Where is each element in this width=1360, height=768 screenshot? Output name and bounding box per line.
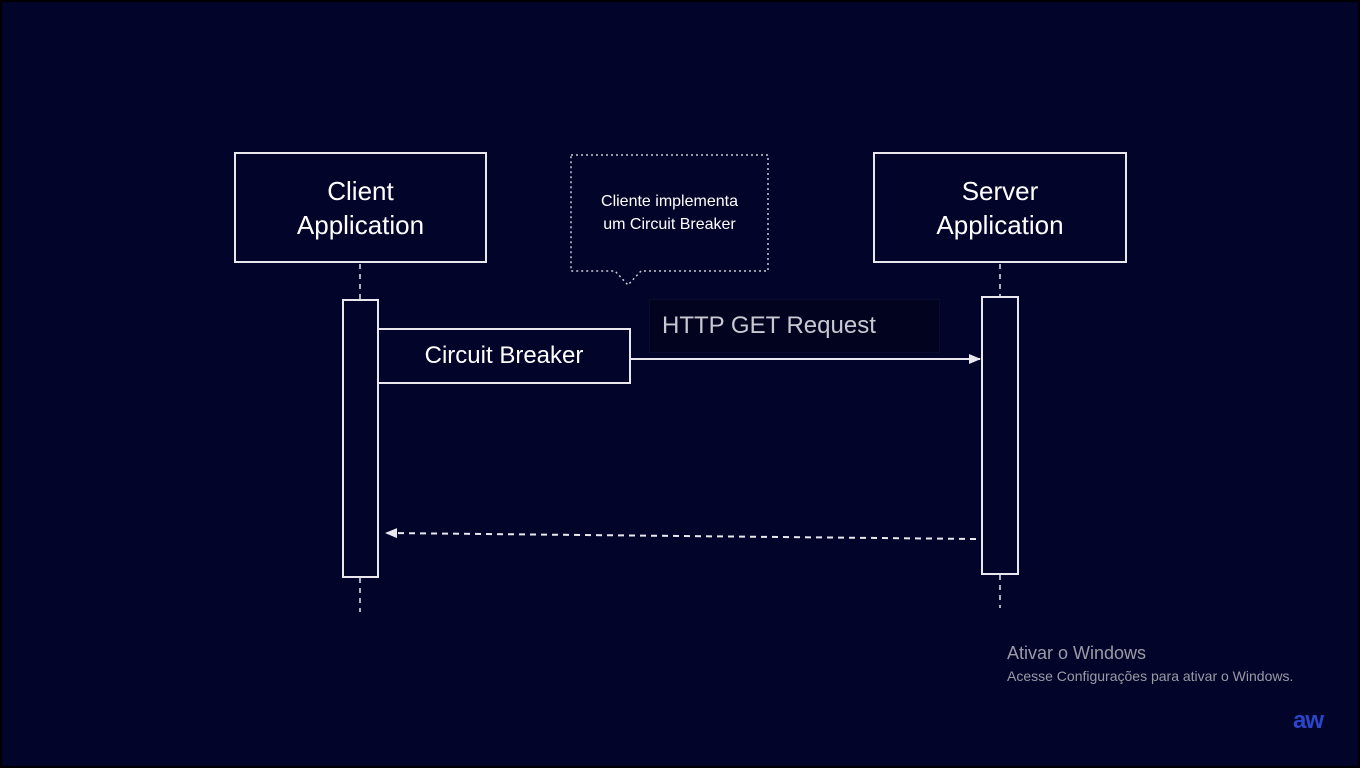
request-message-label: HTTP GET Request: [649, 299, 940, 353]
note-callout-border: [570, 154, 769, 287]
note-callout: Cliente implementa um Circuit Breaker: [571, 155, 768, 271]
brand-logo: aw: [1293, 707, 1324, 734]
client-activation-bar: [342, 299, 379, 578]
server-application-label: Server Application: [936, 175, 1064, 240]
client-application-label: Client Application: [296, 175, 425, 240]
windows-activation-title: Ativar o Windows: [1007, 643, 1147, 663]
circuit-breaker-label: Circuit Breaker: [424, 342, 584, 369]
response-arrow: [385, 528, 977, 540]
windows-activation-subtitle: Acesse Configurações para ativar o Windo…: [1007, 668, 1294, 684]
note-text: Cliente implementa um Circuit Breaker: [601, 193, 738, 233]
client-application-box: Client Application: [234, 152, 487, 263]
server-activation-bar: [981, 296, 1019, 575]
request-message-text: HTTP GET Request: [662, 312, 876, 339]
circuit-breaker-box: Circuit Breaker: [377, 328, 631, 384]
server-application-box: Server Application: [873, 152, 1127, 263]
